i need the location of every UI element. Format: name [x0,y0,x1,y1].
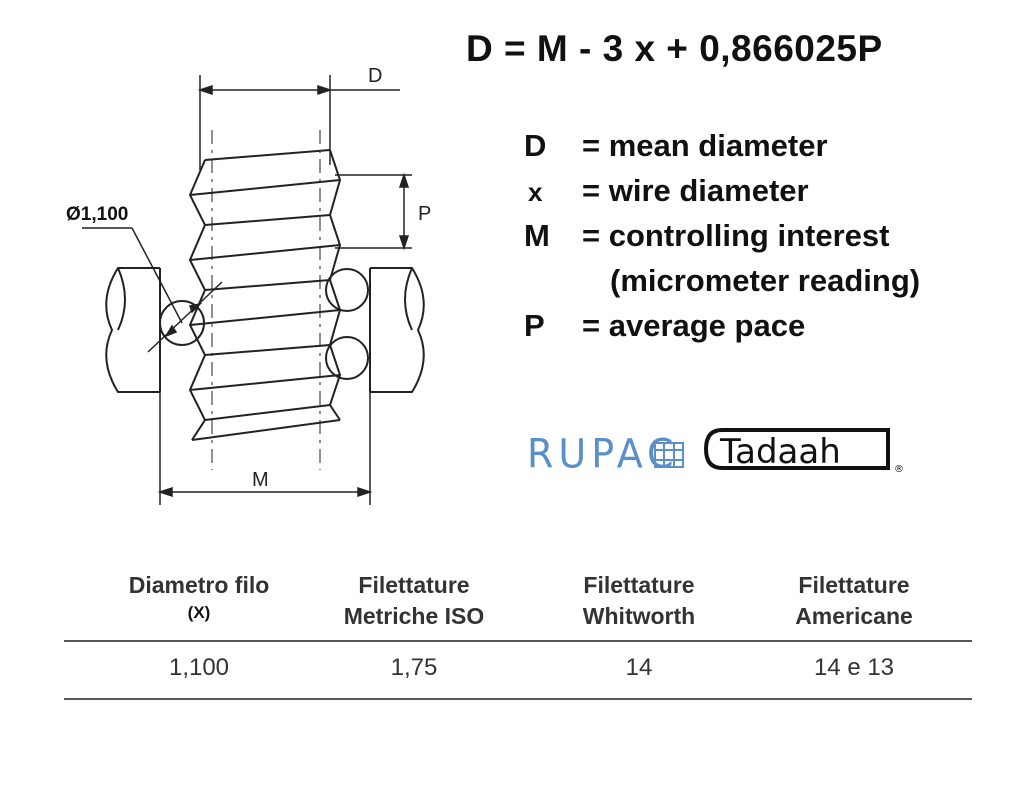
header-line2: Americane [795,603,913,629]
legend-symbol: x [528,177,543,207]
header-metriche-iso: Filettature Metriche ISO [319,570,509,632]
three-wire-thread-diagram: D P M Ø1,100 [66,65,431,505]
header-line2: Metriche ISO [343,603,485,629]
legend-symbol: P [524,308,545,343]
header-line1: Filettature [358,572,470,598]
legend-definition: = wire diameter [582,173,809,208]
legend-definition: = average pace [582,308,806,343]
right-wire-upper [325,268,369,312]
legend-symbol: M [524,218,550,253]
legend-definition: = mean diameter [582,128,828,163]
label-m: M [252,469,269,491]
registered-mark: ® [894,464,904,475]
wire-diameter-label: Ø1,100 [66,204,128,225]
header-whitworth: Filettature Whitworth [554,570,724,632]
rupac-mark-icon [654,442,684,468]
header-line1: Filettature [583,572,695,598]
left-anvil [105,267,160,393]
rupac-logo: RUPAC [527,430,679,478]
label-p: P [418,203,431,225]
tadaah-logo: Tadaah ® [703,428,904,475]
header-line2: Whitworth [582,603,696,629]
cell-whitworth: 14 [625,654,653,681]
header-line2: (X) [187,603,211,622]
cell-metriche: 1,75 [390,654,438,681]
header-line1: Diametro filo [128,572,270,598]
cell-americane: 14 e 13 [813,654,895,681]
right-anvil [370,267,425,393]
label-d: D [368,65,382,87]
legend-definition: (micrometer reading) [610,263,921,298]
legend-definition: = controlling interest [582,218,890,253]
tadaah-text: Tadaah [719,432,841,472]
formula: D = M - 3 x + 0,866025P [466,28,883,69]
left-wire [159,300,205,346]
cell-diametro: 1,100 [168,654,230,681]
header-rule [64,640,972,642]
right-wire-lower [325,336,369,380]
legend-symbol: D [524,128,547,163]
bottom-rule [64,698,972,700]
header-diametro-filo: Diametro filo (X) [84,570,314,623]
header-americane: Filettature Americane [769,570,939,632]
header-line1: Filettature [798,572,910,598]
